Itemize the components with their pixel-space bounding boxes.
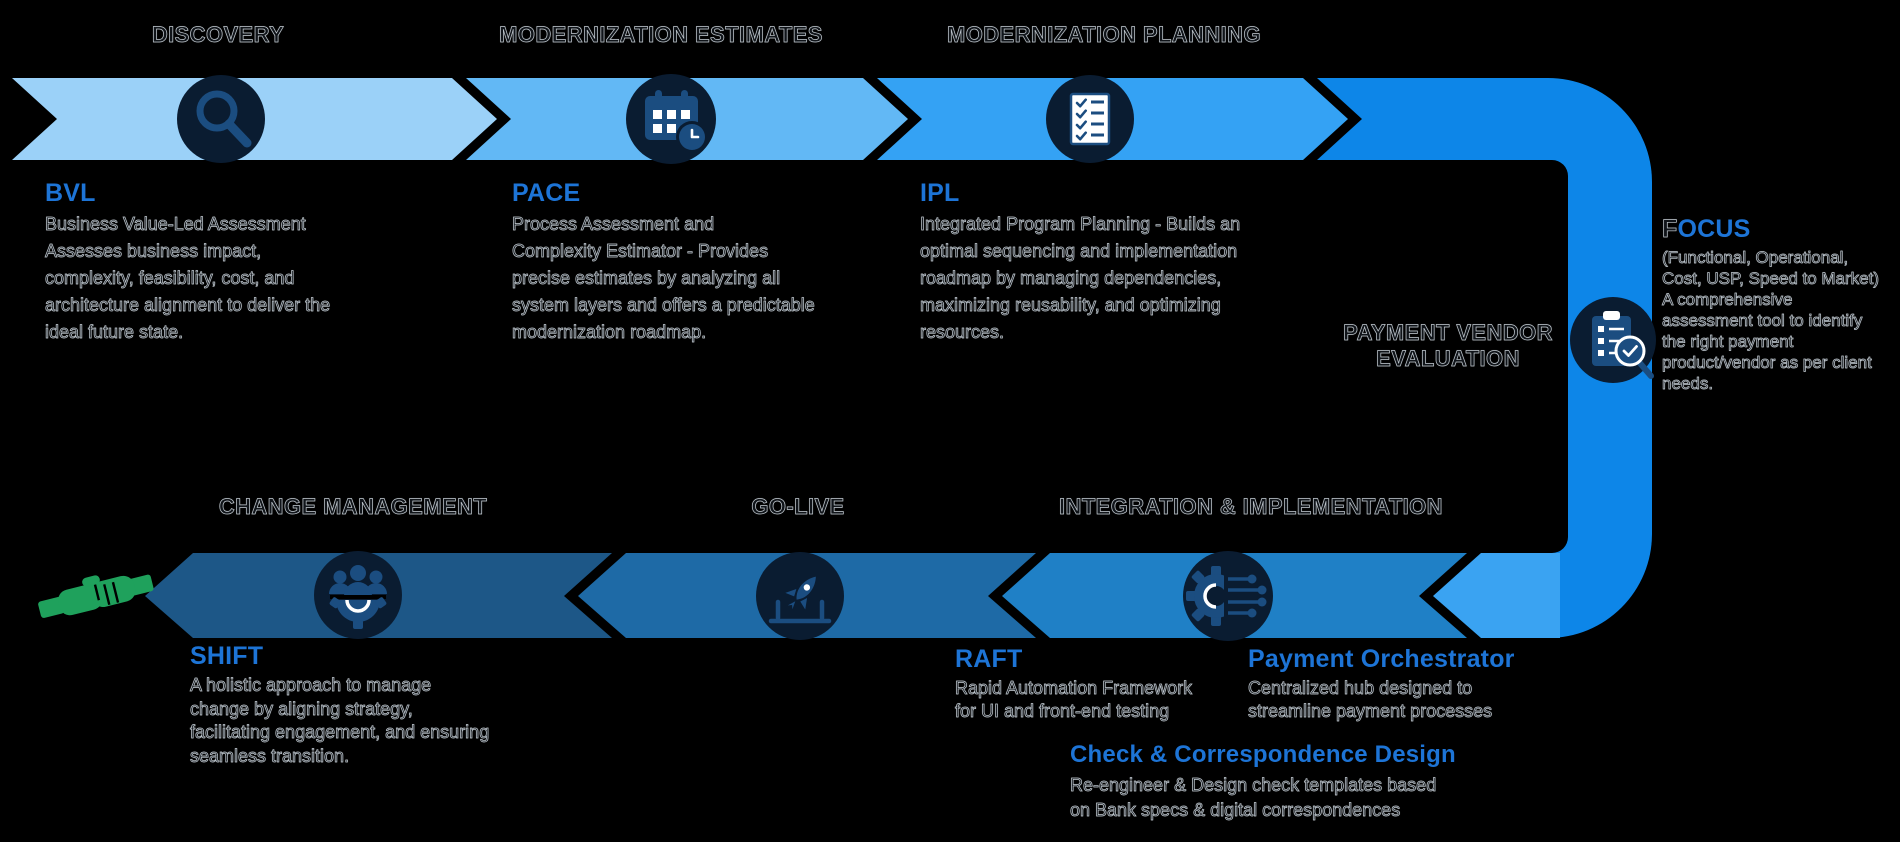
team-gear-icon [314, 551, 402, 639]
callout-raft: RAFT Rapid Automation Framework for UI a… [955, 646, 1255, 723]
callout-focus-title-rest: OCUS [1677, 215, 1751, 243]
rocket-launch-icon [756, 552, 844, 640]
callout-payment-orchestrator-title: Payment Orchestrator [1248, 645, 1515, 673]
callout-shift-title: SHIFT [190, 642, 264, 670]
callout-raft-title: RAFT [955, 645, 1023, 673]
callout-shift: SHIFT A holistic approach to manage chan… [190, 643, 590, 768]
callout-pace-title: PACE [512, 179, 581, 207]
callout-check-correspondence-design: Check & Correspondence Design Re-enginee… [1070, 742, 1490, 823]
callout-ipl: IPL Integrated Program Planning - Builds… [920, 180, 1340, 346]
stage-arrow-payment-vendor-evaluation-curve [1317, 78, 1652, 638]
checklist-icon [1046, 75, 1134, 163]
stage-header-change-management: CHANGE MANAGEMENT [218, 494, 488, 520]
callout-bvl-body: Business Value-Led Assessment Assesses b… [45, 214, 331, 343]
callout-focus-body: (Functional, Operational, Cost, USP, Spe… [1662, 248, 1880, 394]
stage-header-modernization-planning: MODERNIZATION PLANNING [947, 22, 1261, 48]
gear-circuit-icon [1183, 551, 1273, 641]
callout-focus-title-prefix: F [1662, 215, 1678, 243]
stage-header-discovery: DISCOVERY [151, 22, 285, 48]
stage-arrow-return-segment [1433, 553, 1560, 638]
callout-focus: FOCUS (Functional, Operational, Cost, US… [1662, 216, 1900, 394]
stage-header-integration-implementation: INTEGRATION & IMPLEMENTATION [1059, 494, 1443, 520]
callout-shift-body: A holistic approach to manage change by … [190, 675, 490, 766]
callout-focus-title: FOCUS [1662, 215, 1900, 243]
callout-bvl-title: BVL [45, 179, 96, 207]
clipboard-check-icon [1570, 297, 1656, 383]
callout-check-correspondence-body: Re-engineer & Design check templates bas… [1070, 775, 1437, 821]
callout-raft-body: Rapid Automation Framework for UI and fr… [955, 678, 1193, 722]
callout-ipl-title: IPL [920, 179, 960, 207]
handshake-icon [38, 574, 154, 618]
callout-ipl-body: Integrated Program Planning - Builds an … [920, 214, 1241, 343]
callout-check-correspondence-title: Check & Correspondence Design [1070, 741, 1456, 768]
stage-header-modernization-estimates: MODERNIZATION ESTIMATES [499, 22, 823, 48]
callout-pace: PACE Process Assessment and Complexity E… [512, 180, 912, 346]
stage-header-go-live: GO-LIVE [751, 494, 845, 520]
callout-payment-orchestrator: Payment Orchestrator Centralized hub des… [1248, 646, 1548, 723]
stage-header-payment-vendor-evaluation: PAYMENT VENDOR EVALUATION [1343, 320, 1553, 372]
calendar-clock-icon [626, 74, 716, 164]
callout-pace-body: Process Assessment and Complexity Estima… [512, 214, 816, 343]
callout-bvl: BVL Business Value-Led Assessment Assess… [45, 180, 435, 346]
search-icon [177, 75, 265, 163]
callout-payment-orchestrator-body: Centralized hub designed to streamline p… [1248, 678, 1493, 722]
